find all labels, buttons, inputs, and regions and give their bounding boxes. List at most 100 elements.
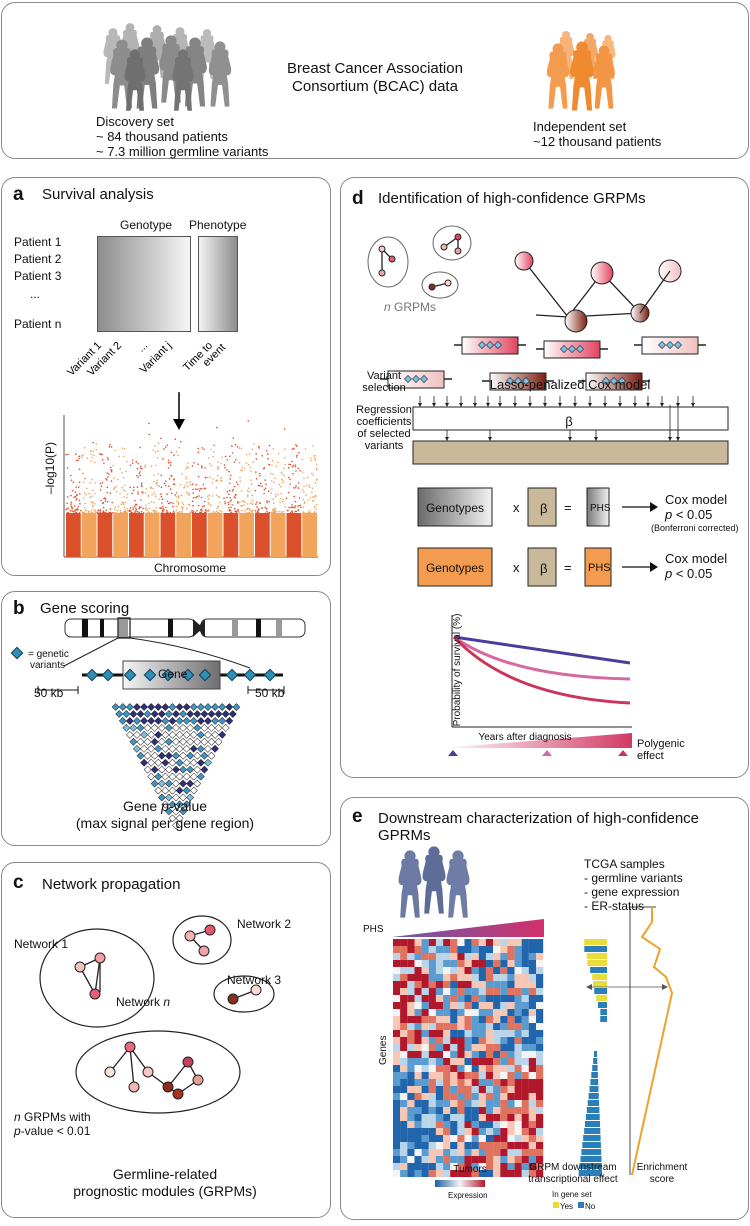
snp-point	[102, 506, 105, 509]
snp-point	[196, 495, 198, 498]
snp-point	[238, 461, 241, 464]
heatmap-cell	[478, 1114, 486, 1121]
small-node	[388, 255, 396, 263]
heatmap-cell	[421, 1100, 429, 1107]
person-body	[593, 53, 615, 109]
heatmap-cell	[500, 1142, 508, 1149]
snp-point	[158, 512, 160, 514]
effect-bar	[587, 960, 607, 966]
heatmap-cell	[414, 1051, 422, 1058]
heatmap-cell	[521, 1016, 529, 1023]
snp-point	[282, 481, 284, 484]
heatmap-cell	[536, 1051, 544, 1058]
heatmap-cell	[528, 1128, 536, 1135]
snp-point	[177, 454, 179, 456]
no-legend-label: No	[585, 1202, 596, 1211]
snp-point	[153, 509, 156, 512]
variant-diamond-0	[85, 668, 99, 682]
heatmap-cell	[464, 939, 472, 946]
heatmap-cell	[443, 1030, 451, 1037]
snp-point	[305, 484, 308, 487]
ld-cell	[122, 710, 131, 718]
snp-point	[153, 474, 155, 476]
snp-point	[302, 498, 305, 501]
heatmap-cell	[407, 1016, 415, 1023]
variant-diamond-6	[198, 668, 212, 682]
heatmap-cell	[514, 1072, 522, 1079]
heatmap-cell	[485, 1142, 494, 1149]
gene-label: Gene	[158, 667, 188, 681]
heatmap-cell	[428, 1107, 436, 1114]
heatmap-cell	[393, 1142, 401, 1149]
heatmap-cell	[400, 1149, 408, 1156]
heatmap-cell	[414, 960, 422, 967]
heatmap-cell	[471, 953, 479, 960]
snp-point	[192, 504, 194, 507]
snp-point	[291, 466, 294, 468]
heatmap-cell	[421, 1121, 429, 1128]
heatmap-cell	[400, 1051, 408, 1058]
snp-point	[167, 459, 170, 462]
snp-point	[207, 476, 209, 479]
ld-cell	[211, 703, 219, 711]
heatmap-cell	[435, 1079, 444, 1086]
heatmap-cell	[464, 1149, 472, 1156]
snp-point	[298, 451, 300, 454]
snp-point	[235, 459, 237, 461]
ld-cell	[133, 744, 141, 753]
heatmap-cell	[514, 1030, 522, 1037]
heatmap-cell	[414, 1044, 422, 1051]
snp-point	[286, 509, 289, 512]
snp-point	[141, 491, 143, 493]
snp-point	[295, 456, 298, 458]
snp-point	[90, 460, 92, 462]
snp-point	[89, 482, 91, 484]
heatmap-cell	[407, 967, 415, 974]
snp-point	[275, 465, 278, 468]
effect-bar	[600, 1009, 607, 1015]
snp-point	[244, 510, 246, 512]
selection-arrowhead	[618, 403, 622, 407]
snp-point	[100, 499, 102, 502]
heatmap-cell	[421, 946, 429, 953]
snp-point	[139, 474, 141, 477]
heatmap-cell	[528, 1044, 536, 1051]
ld-cell	[204, 717, 212, 725]
heatmap-cell	[493, 974, 501, 981]
heatmap-cell	[514, 1170, 522, 1177]
snp-point	[202, 484, 205, 486]
regression-label: Regression coefficients of selected vari…	[356, 404, 412, 452]
zoom-region	[117, 617, 131, 639]
heatmap-cell	[471, 960, 479, 967]
ld-cell	[228, 710, 237, 718]
heatmap-cell	[400, 974, 408, 981]
snp-point	[189, 511, 192, 513]
snp-point	[254, 489, 257, 492]
snp-point	[251, 509, 254, 512]
snp-point	[124, 509, 126, 511]
snp-point	[123, 511, 125, 513]
tcga-person-1	[422, 846, 446, 914]
heatmap-cell	[435, 1023, 444, 1030]
discovery-people-icon	[103, 23, 232, 111]
snp-point	[192, 496, 195, 499]
heatmap-cell	[457, 988, 465, 995]
heatmap-cell	[407, 1100, 415, 1107]
snp-point	[82, 497, 85, 500]
snp-point	[176, 511, 179, 514]
snp-point	[280, 485, 282, 488]
snp-point	[273, 502, 275, 504]
heatmap-cell	[428, 1170, 436, 1177]
snp-point	[295, 510, 297, 513]
selection-arrowhead	[432, 403, 436, 407]
network-n-node	[104, 1066, 116, 1078]
heatmap-cell	[421, 1163, 429, 1170]
snp-point	[223, 464, 226, 466]
snp-point	[216, 512, 219, 514]
snp-point	[78, 499, 81, 502]
snp-point	[197, 504, 200, 507]
snp-point	[284, 463, 286, 466]
snp-point	[148, 502, 150, 505]
heatmap-cell	[443, 1135, 451, 1142]
ld-cell	[168, 786, 177, 795]
